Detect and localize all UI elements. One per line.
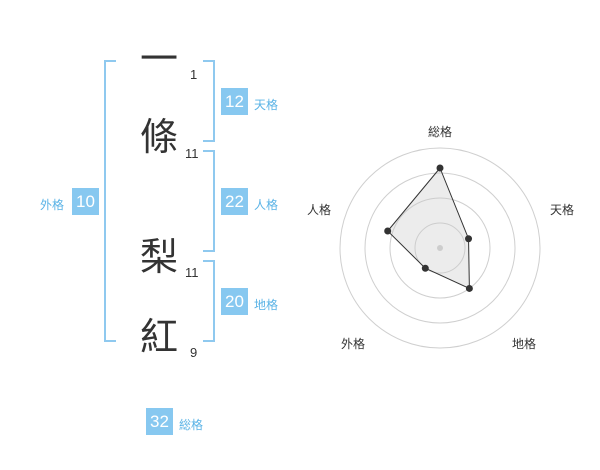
radar-ring: [414, 222, 466, 274]
radar-axis-label-tenkaku: 天格: [550, 203, 575, 217]
radar-chart: [339, 147, 541, 349]
gaikaku-score: 10: [72, 188, 99, 215]
name-char-4: 紅: [140, 315, 179, 359]
radar-axis-label-soukaku: 総格: [428, 125, 453, 139]
stroke-count-2: 11: [185, 146, 199, 161]
radar-axis-label-gaikaku: 外格: [341, 337, 366, 351]
gaikaku-bracket: [104, 60, 116, 342]
jinkaku-label: 人格: [254, 198, 279, 212]
stroke-count-3: 11: [185, 265, 199, 280]
jinkaku-score: 22: [221, 188, 248, 215]
radar-point-0: [436, 164, 444, 172]
name-char-1: 一: [140, 37, 179, 81]
tenkaku-bracket: [203, 60, 215, 142]
tenkaku-label: 天格: [254, 98, 279, 112]
jinkaku-bracket: [203, 150, 215, 252]
radar-axis-label-chikaku: 地格: [512, 337, 537, 351]
radar-point-4: [384, 227, 392, 235]
radar-point-2: [465, 284, 473, 292]
chikaku-bracket: [203, 260, 215, 342]
radar-center: [437, 245, 443, 251]
radar-point-1: [465, 235, 473, 243]
radar-ring: [389, 197, 491, 299]
name-char-2: 條: [140, 115, 179, 159]
radar-point-3: [421, 264, 429, 272]
chikaku-score: 20: [221, 288, 248, 315]
radar-ring: [364, 172, 516, 324]
tenkaku-score: 12: [221, 88, 248, 115]
name-char-3: 梨: [140, 235, 179, 279]
radar-ring: [339, 147, 541, 349]
chikaku-label: 地格: [254, 298, 279, 312]
gaikaku-label: 外格: [40, 198, 65, 212]
radar-axis-label-jinkaku: 人格: [307, 203, 332, 217]
stroke-count-1: 1: [190, 67, 198, 82]
soukaku-score: 32: [146, 408, 173, 435]
soukaku-label: 総格: [179, 418, 204, 432]
stroke-count-4: 9: [190, 345, 198, 360]
radar-series-polygon: [387, 167, 470, 290]
